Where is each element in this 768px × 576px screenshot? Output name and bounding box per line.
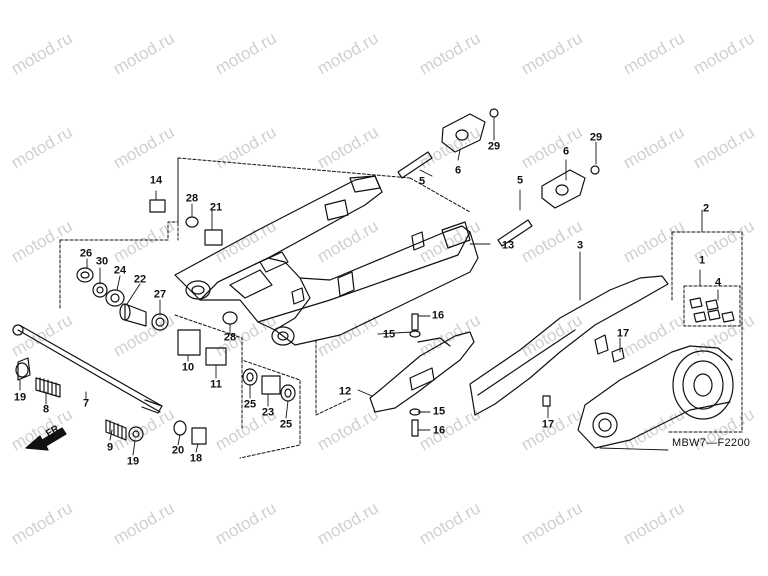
callout-27: 27 [153,288,167,301]
callout-25-left: 25 [243,398,257,411]
pivot-bolt [12,324,163,414]
chain-case [469,275,669,416]
drive-chain-and-sprocket [577,297,735,449]
callout-11: 11 [210,378,222,391]
callout-8: 8 [42,403,50,416]
chain-adjusters [397,108,600,247]
callout-14: 14 [149,174,163,187]
callout-28-bottom: 28 [223,331,237,344]
callout-13: 13 [501,239,515,252]
diagram-code: MBW7—F2200 [672,437,751,449]
callout-1: 1 [698,254,706,267]
callout-10: 10 [181,361,195,374]
swingarm-body [174,175,479,346]
callout-15-bottom: 15 [432,405,446,418]
callout-29-right: 29 [589,131,603,144]
callout-25-right: 25 [279,418,293,431]
callout-22: 22 [133,273,147,286]
assembly-frame-lines [59,157,743,459]
callout-16-bottom: 16 [432,424,446,437]
callout-2: 2 [702,202,710,215]
callout-24: 24 [113,264,127,277]
callout-6-right: 6 [562,145,570,158]
callout-30: 30 [95,255,109,268]
chain-slider [369,313,475,437]
callout-4: 4 [714,276,722,289]
leader-lines [19,117,719,456]
callout-15-top: 15 [382,328,396,341]
pivot-bearing-parts [15,199,296,445]
callout-29-left: 29 [487,140,501,153]
callout-26: 26 [79,247,93,260]
callout-3: 3 [576,239,584,252]
callout-16-top: 16 [431,309,445,322]
callout-17-bottom: 17 [541,418,555,431]
callout-5-right: 5 [516,174,524,187]
callout-6-left: 6 [454,164,462,177]
callout-7: 7 [82,397,90,410]
callout-23: 23 [261,406,275,419]
callout-19-left: 19 [13,391,27,404]
callout-9: 9 [106,441,114,454]
callout-12: 12 [338,385,352,398]
callout-19-bottom: 19 [126,455,140,468]
callout-21: 21 [209,201,223,214]
callout-18: 18 [189,452,203,465]
callout-5-left: 5 [418,175,426,188]
callout-20: 20 [171,444,185,457]
fr-arrow [25,427,67,451]
callout-28-top: 28 [185,192,199,205]
callout-17-right: 17 [616,327,630,340]
